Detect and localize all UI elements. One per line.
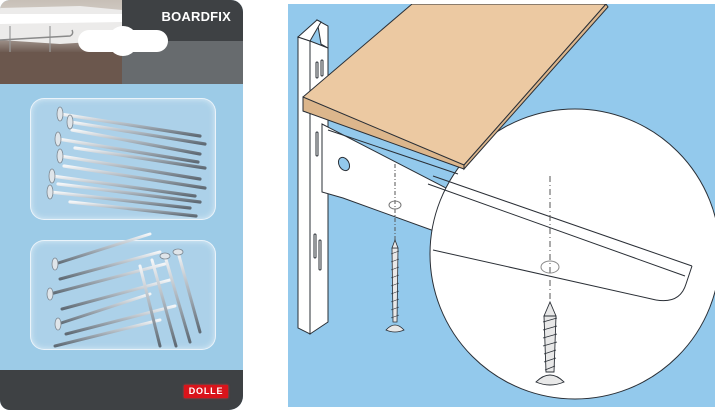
screw-large	[535, 300, 565, 386]
product-package: BOARDFIX	[0, 0, 243, 410]
screws-icon	[46, 106, 207, 348]
screw-small	[385, 238, 405, 333]
brand-logo: DOLLE	[184, 385, 228, 398]
mounting-illustration	[288, 4, 715, 407]
shelf-bracket-diagram-icon	[297, 4, 715, 400]
hang-hole-icon	[78, 26, 168, 56]
blister-tray-bottom	[30, 240, 216, 350]
product-title: BOARDFIX	[161, 9, 231, 24]
